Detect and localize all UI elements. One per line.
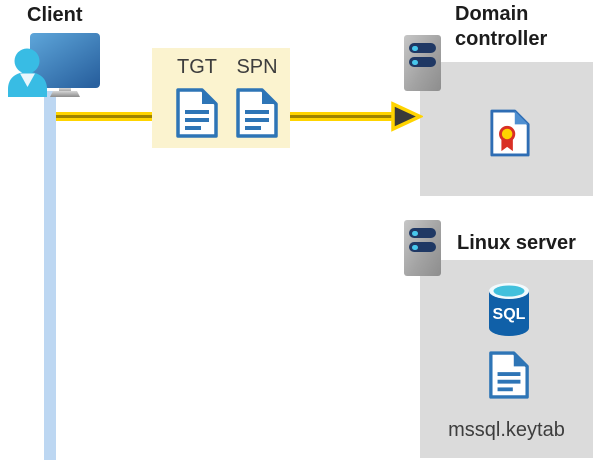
sql-icon-label: SQL: [493, 306, 526, 323]
tgt-document-icon: [176, 88, 218, 138]
spn-document-icon: [236, 88, 278, 138]
client-timeline-bar: [44, 91, 56, 460]
server-drive-slot: [409, 57, 436, 67]
sql-database-icon: SQL: [489, 283, 529, 336]
tgt-label: TGT: [177, 56, 217, 78]
linux-server-title: Linux server: [457, 232, 576, 254]
client-user-computer-icon: [8, 33, 100, 97]
server-drive-slot: [409, 242, 436, 252]
domain-controller-server-icon: [404, 35, 441, 91]
auth-request-arrow-head: [391, 101, 423, 132]
linux-server-icon: [404, 220, 441, 276]
client-title: Client: [27, 4, 83, 26]
server-drive-slot: [409, 228, 436, 238]
ticket-box: TGT SPN: [152, 48, 290, 148]
spn-label: SPN: [236, 56, 278, 78]
certificate-icon: [490, 109, 530, 157]
server-drive-slot: [409, 43, 436, 53]
monitor-icon: [30, 33, 100, 88]
keytab-document-icon: [489, 351, 529, 399]
keytab-filename: mssql.keytab: [448, 419, 565, 441]
domain-controller-title: Domain controller: [455, 3, 548, 50]
